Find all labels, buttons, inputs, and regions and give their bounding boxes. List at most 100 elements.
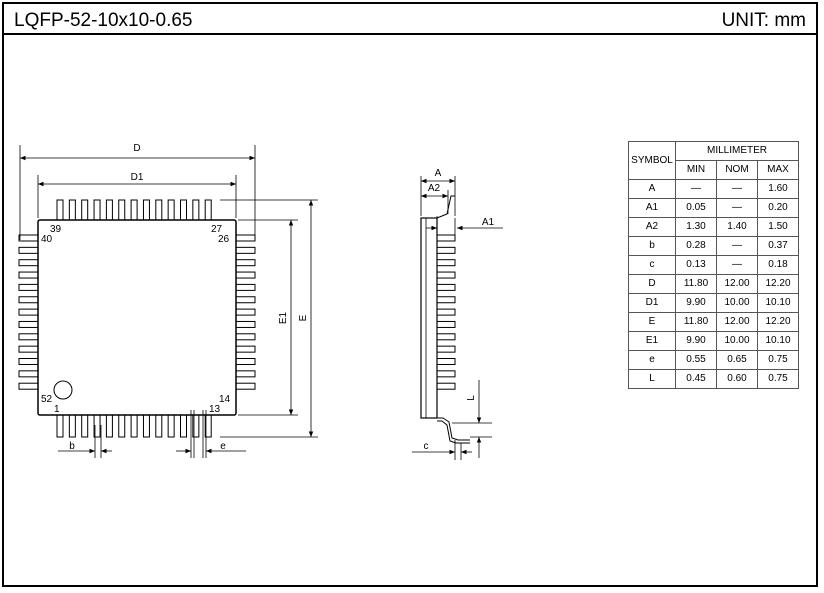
pin-label-52: 52 [41,394,53,405]
side-lead-row [436,234,456,390]
cell-nom: 12.00 [716,274,758,294]
pin [142,199,150,221]
cell-max: 1.60 [757,179,799,199]
cell-min: 0.55 [675,350,717,370]
cell-min: 0.05 [675,198,717,218]
pin [235,345,256,353]
cell-symbol: E1 [628,331,676,351]
cell-nom: 0.65 [716,350,758,370]
table-header-row: SYMBOL MILLIMETER [628,141,799,180]
top-view-labels: D D1 E1 E b e 39 40 27 26 52 1 13 14 [41,143,309,452]
side-lead [436,370,456,378]
pin [18,271,39,279]
cell-nom: — [716,179,758,199]
pin [235,234,256,242]
pin [235,271,256,279]
cell-max: 10.10 [757,293,799,313]
pin [155,414,163,438]
pin [18,283,39,291]
pin [235,382,256,390]
cell-nom: — [716,198,758,218]
cell-min: 0.13 [675,255,717,275]
cell-symbol: A1 [628,198,676,218]
lead-form-bottom [437,417,470,441]
pin [18,320,39,328]
pin [180,414,187,438]
dim-label-b: b [69,441,75,452]
cell-min: 0.28 [675,236,717,256]
pin [235,246,256,254]
side-lead [436,345,456,353]
cell-symbol: D [628,274,676,294]
cell-max: 0.20 [757,198,799,218]
pin [235,296,256,304]
pin-label-39: 39 [50,224,62,235]
pin [18,345,39,353]
pin [18,333,39,341]
pin [18,234,39,242]
lead-form-bottom-inner [437,420,470,444]
cell-max: 0.75 [757,369,799,389]
pin [93,414,101,438]
dim-label-c: c [424,441,429,452]
pin-label-40: 40 [41,234,53,245]
pin-label-27: 27 [211,224,223,235]
pin [235,259,256,267]
cell-symbol: c [628,255,676,275]
pin [235,333,256,341]
cell-symbol: E [628,312,676,332]
pin [142,414,150,438]
pin [56,414,64,438]
side-lead [436,333,456,341]
pin [118,199,126,221]
pin-label-1: 1 [54,404,60,415]
cell-max: 1.50 [757,217,799,237]
cell-min: 11.80 [675,274,717,294]
package-body [37,219,237,416]
pin [18,358,39,365]
side-lead [436,271,456,279]
pin [204,414,212,438]
side-lead [436,320,456,328]
pin [105,199,113,221]
dim-label-d: D [133,143,140,154]
pin [204,199,212,221]
side-lead [436,296,456,304]
pin [18,246,39,254]
top-view [18,145,318,458]
pin [93,199,101,221]
side-lead [436,358,456,365]
cell-nom: 1.40 [716,217,758,237]
dim-label-a2: A2 [428,183,441,194]
pin [155,199,163,221]
cell-symbol: A2 [628,217,676,237]
side-view [412,176,503,460]
pin [18,382,39,390]
cell-max: 10.10 [757,331,799,351]
cell-max: 0.18 [757,255,799,275]
bottom-pin-row [56,414,212,438]
pin [18,308,39,316]
cell-min: 9.90 [675,331,717,351]
symbol-header: SYMBOL [628,141,676,180]
millimeter-header: MILLIMETER [675,141,799,161]
cell-min: — [675,179,717,199]
lead-form-top [436,195,455,219]
cell-symbol: e [628,350,676,370]
dim-label-l: L [466,395,477,401]
table-subheader-row: MIN NOM MAX [629,160,799,180]
title-bar: LQFP-52-10x10-0.65 UNIT: mm [2,2,818,35]
pin [56,199,64,221]
pin [235,283,256,291]
top-pin-row [56,199,212,221]
pin-label-26: 26 [218,234,230,245]
side-lead [436,308,456,316]
